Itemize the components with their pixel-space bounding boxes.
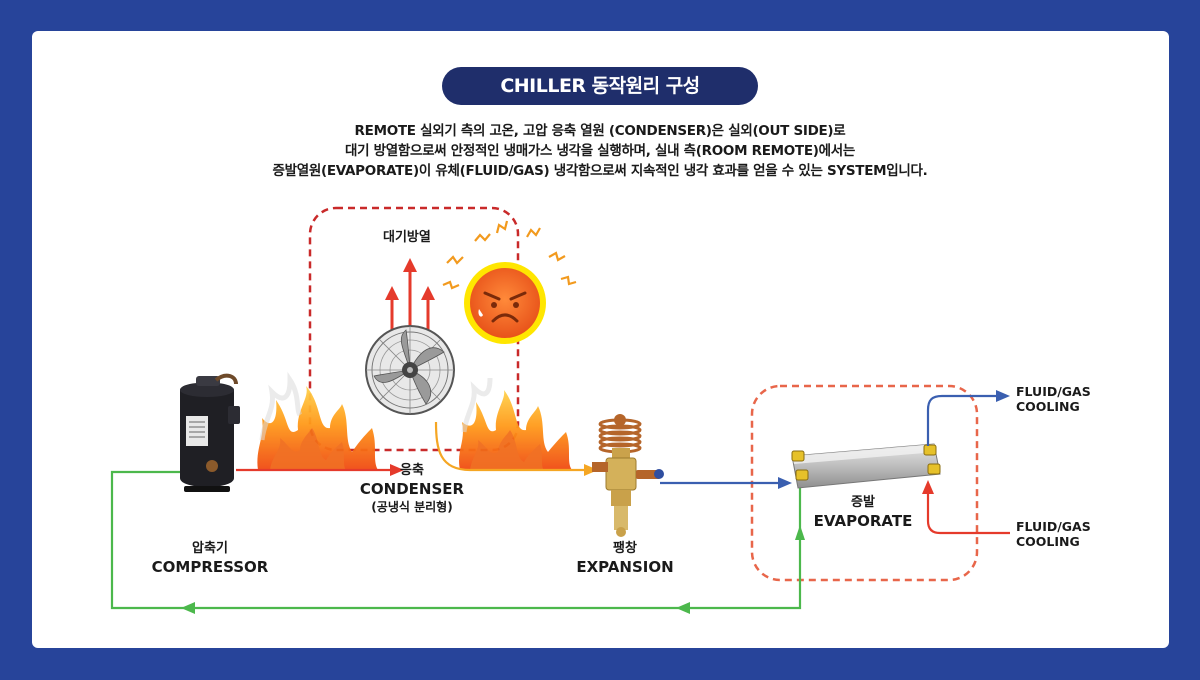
heat-release-arrows (385, 258, 435, 340)
condenser-label-en: CONDENSER (359, 480, 465, 498)
cold-arrow (778, 477, 792, 489)
expansion-valve-icon (592, 414, 664, 537)
return-arrow-1 (676, 602, 690, 614)
compressor-icon (180, 373, 240, 492)
condenser-label-ko: 응축 (400, 463, 424, 478)
condensed-arrow (584, 464, 598, 476)
hot-arrow (390, 464, 404, 476)
fluid-in-arrow (922, 480, 934, 494)
expansion-label: 팽창 EXPANSION (555, 540, 695, 577)
fluid-in-label-line-2: COOLING (1016, 534, 1080, 549)
fluid-out-arrow (996, 390, 1010, 402)
return-arrow-3 (795, 525, 805, 540)
fluid-out-label: FLUID/GAS COOLING (1016, 384, 1091, 414)
fluid-in-line (926, 486, 1010, 535)
compressor-label: 압축기 COMPRESSOR (130, 540, 290, 577)
description-line-1: REMOTE 실외기 측의 고온, 고압 응축 열원 (CONDENSER)은 … (354, 123, 846, 139)
expansion-label-en: EXPANSION (576, 558, 674, 576)
fluid-out-label-line-2: COOLING (1016, 399, 1080, 414)
fluid-in-label: FLUID/GAS COOLING (1016, 519, 1091, 549)
fluid-out-line (926, 394, 1000, 446)
description-line-3: 증발열원(EVAPORATE)이 유체(FLUID/GAS) 냉각함으로써 지속… (272, 163, 928, 179)
flame-icon (459, 377, 572, 470)
fluid-out-label-line-1: FLUID/GAS (1016, 384, 1091, 399)
diagram-card (32, 31, 1169, 648)
compressor-label-en: COMPRESSOR (151, 558, 269, 576)
condenser-label-sub: (공냉식 분리형) (371, 500, 453, 514)
evaporator-label: 증발 EVAPORATE (793, 494, 933, 531)
heat-release-label: 대기방열 (383, 230, 431, 245)
angry-sun-icon (442, 220, 577, 344)
evaporator-label-en: EVAPORATE (813, 512, 913, 530)
condenser-label: 응축 CONDENSER (공냉식 분리형) (342, 462, 482, 515)
compressor-label-ko: 압축기 (192, 541, 228, 556)
condensed-line (434, 421, 590, 472)
description-line-2: 대기 방열함으로써 안정적인 냉매가스 냉각을 실행하며, 실내 측(ROOM … (345, 143, 855, 159)
fan-icon (365, 325, 455, 415)
page-title: CHILLER 동작원리 구성 (442, 67, 758, 105)
evaporator-label-ko: 증발 (851, 495, 875, 510)
description: REMOTE 실외기 측의 고온, 고압 응축 열원 (CONDENSER)은 … (150, 121, 1050, 181)
expansion-label-ko: 팽창 (613, 541, 637, 556)
return-line (110, 470, 802, 610)
flame-icon (257, 371, 378, 470)
fluid-in-label-line-1: FLUID/GAS (1016, 519, 1091, 534)
return-arrow-2 (181, 602, 195, 614)
plate-heat-exchanger-icon (791, 443, 941, 489)
